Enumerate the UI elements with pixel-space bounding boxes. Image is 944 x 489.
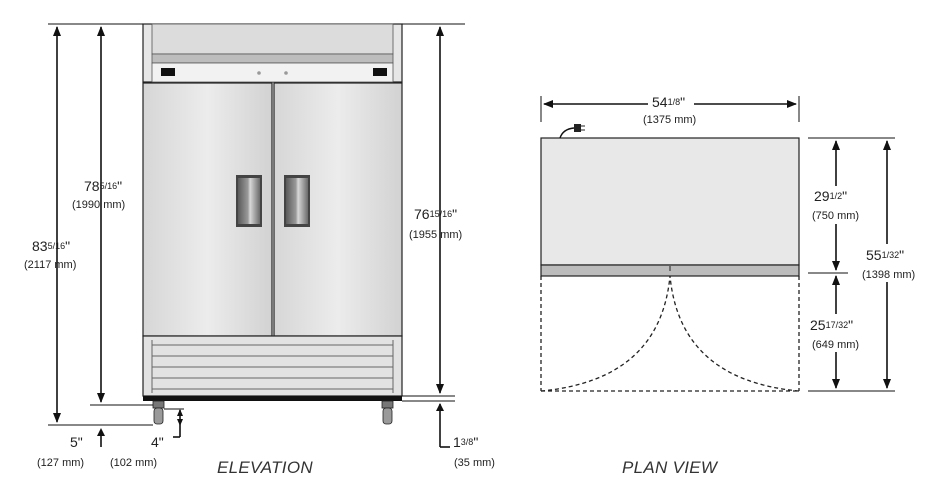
refrigerator-elevation xyxy=(142,23,403,425)
base-clearance-fraction: 3/8 xyxy=(461,437,474,447)
overall-height-whole: 83 xyxy=(32,238,48,254)
plan-width-unit: " xyxy=(680,94,685,110)
plan-width-mm: (1375 mm) xyxy=(643,114,696,126)
plan-width-fraction: 1/8 xyxy=(668,97,681,107)
base-clearance-whole: 1 xyxy=(453,434,461,450)
elevation-caption: ELEVATION xyxy=(217,458,313,477)
canopy-strip xyxy=(151,53,394,64)
overall-height-unit: " xyxy=(65,238,70,254)
door-swing-arcs xyxy=(540,275,800,392)
overall-height-mm: (2117 mm) xyxy=(24,259,76,271)
leg-clearance-whole: 4 xyxy=(151,434,159,450)
cabinet-height-mm: (1990 mm) xyxy=(72,199,125,211)
base-rail xyxy=(143,396,402,401)
svg-text:5": 5" xyxy=(70,434,83,450)
power-cord-icon xyxy=(559,124,585,139)
base-clearance-unit: " xyxy=(473,434,478,450)
base-clearance-mm: (35 mm) xyxy=(454,457,495,469)
overall-depth-fraction: 1/32 xyxy=(882,250,900,260)
door-height-mm: (1955 mm) xyxy=(409,229,462,241)
caster-height-whole: 5 xyxy=(70,434,78,450)
cabinet-depth-whole: 29 xyxy=(814,188,830,204)
elevation-dimensions: 835/16" (2117 mm) 785/16" (1990 mm) 7615… xyxy=(24,23,495,477)
caster-height-mm: (127 mm) xyxy=(37,457,84,469)
left-caster-icon xyxy=(152,400,165,425)
door-swing-whole: 25 xyxy=(810,317,826,333)
overall-depth-whole: 55 xyxy=(866,247,882,263)
left-display-icon xyxy=(161,68,175,76)
bottom-grille xyxy=(142,335,403,397)
door-height-whole: 76 xyxy=(414,206,430,222)
left-door-handle xyxy=(236,175,262,227)
svg-text:785/16": 785/16" xyxy=(84,178,122,194)
cabinet-height-unit: " xyxy=(117,178,122,194)
svg-text:13/8": 13/8" xyxy=(453,434,478,450)
plan-view-caption: PLAN VIEW xyxy=(622,458,719,477)
cabinet-height-whole: 78 xyxy=(84,178,100,194)
door-swing-fraction: 17/32 xyxy=(826,320,849,330)
svg-text:7615/16": 7615/16" xyxy=(414,206,457,222)
svg-text:4": 4" xyxy=(151,434,164,450)
cabinet-height-fraction: 5/16 xyxy=(100,181,118,191)
indicator-light-icon xyxy=(284,71,288,75)
cabinet-depth-fraction: 1/2 xyxy=(830,191,843,201)
right-display-icon xyxy=(373,68,387,76)
svg-text:541/8": 541/8" xyxy=(652,94,685,110)
right-door-handle xyxy=(284,175,310,227)
overall-height-fraction: 5/16 xyxy=(48,241,66,251)
caster-height-unit: " xyxy=(78,434,83,450)
svg-text:291/2": 291/2" xyxy=(814,188,847,204)
leg-clearance-mm: (102 mm) xyxy=(110,457,157,469)
door-swing-unit: " xyxy=(848,317,853,333)
overall-depth-mm: (1398 mm) xyxy=(862,269,915,281)
leg-clearance-unit: " xyxy=(159,434,164,450)
door-height-unit: " xyxy=(452,206,457,222)
cabinet-depth-mm: (750 mm) xyxy=(812,210,859,222)
overall-depth-unit: " xyxy=(899,247,904,263)
grille-louvers xyxy=(151,340,394,393)
door-swing-mm: (649 mm) xyxy=(812,339,859,351)
svg-text:2517/32": 2517/32" xyxy=(810,317,853,333)
svg-text:551/32": 551/32" xyxy=(866,247,904,263)
door-height-fraction: 15/16 xyxy=(430,209,453,219)
right-caster-icon xyxy=(381,400,394,425)
plan-view: 541/8" (1375 mm) 291/2" (750 mm) 2517/32… xyxy=(540,92,923,477)
canopy-inner-panel xyxy=(151,23,394,55)
plan-cabinet-body xyxy=(540,137,800,266)
control-strip xyxy=(151,62,394,83)
cabinet-depth-unit: " xyxy=(842,188,847,204)
plan-width-whole: 54 xyxy=(652,94,668,110)
indicator-light-icon xyxy=(257,71,261,75)
svg-text:835/16": 835/16" xyxy=(32,238,70,254)
